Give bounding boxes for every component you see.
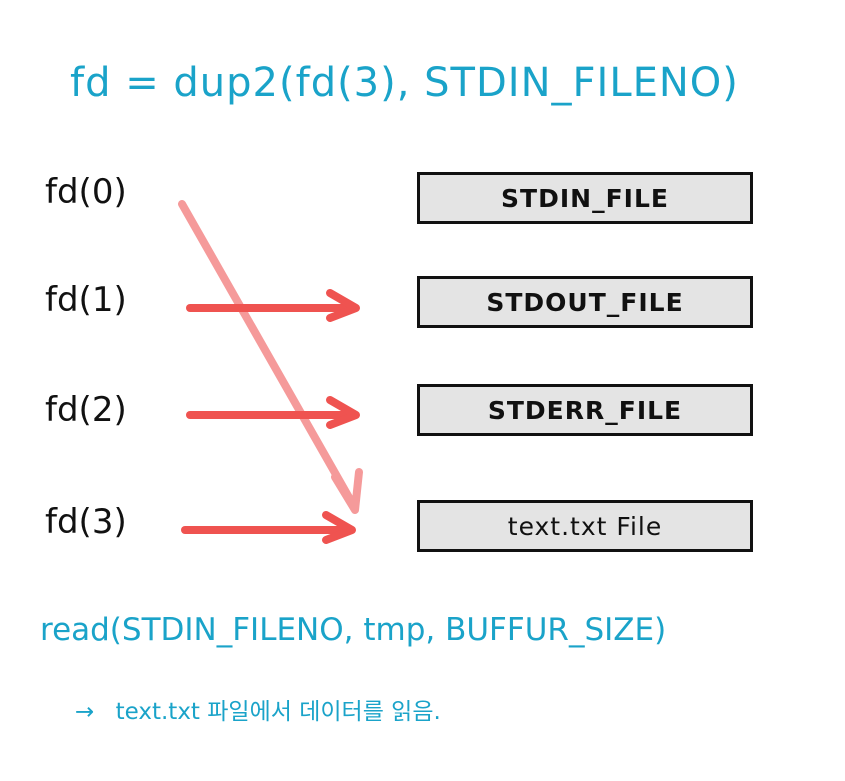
fd-1-arrow <box>186 289 360 322</box>
stdout-file-box: STDOUT_FILE <box>417 276 753 328</box>
fd-2-label: fd(2) <box>45 390 127 430</box>
fd-1-label: fd(1) <box>45 280 127 320</box>
fd-3-arrow <box>181 511 356 544</box>
note-line: → text.txt 파일에서 데이터를 읽음. <box>75 692 441 726</box>
stdin-file-box: STDIN_FILE <box>417 172 753 224</box>
title-expression: fd = dup2(fd(3), STDIN_FILENO) <box>70 60 739 106</box>
fd-0-redirect-arrow <box>178 200 363 514</box>
read-call: read(STDIN_FILENO, tmp, BUFFUR_SIZE) <box>40 612 667 648</box>
text-txt-file-box: text.txt File <box>417 500 753 552</box>
fd-2-arrow <box>186 396 360 429</box>
stderr-file-box: STDERR_FILE <box>417 384 753 436</box>
fd-3-label: fd(3) <box>45 502 127 542</box>
right-arrow-icon: → <box>75 699 95 725</box>
fd-0-label: fd(0) <box>45 172 127 212</box>
note-text: text.txt 파일에서 데이터를 읽음. <box>115 699 441 725</box>
